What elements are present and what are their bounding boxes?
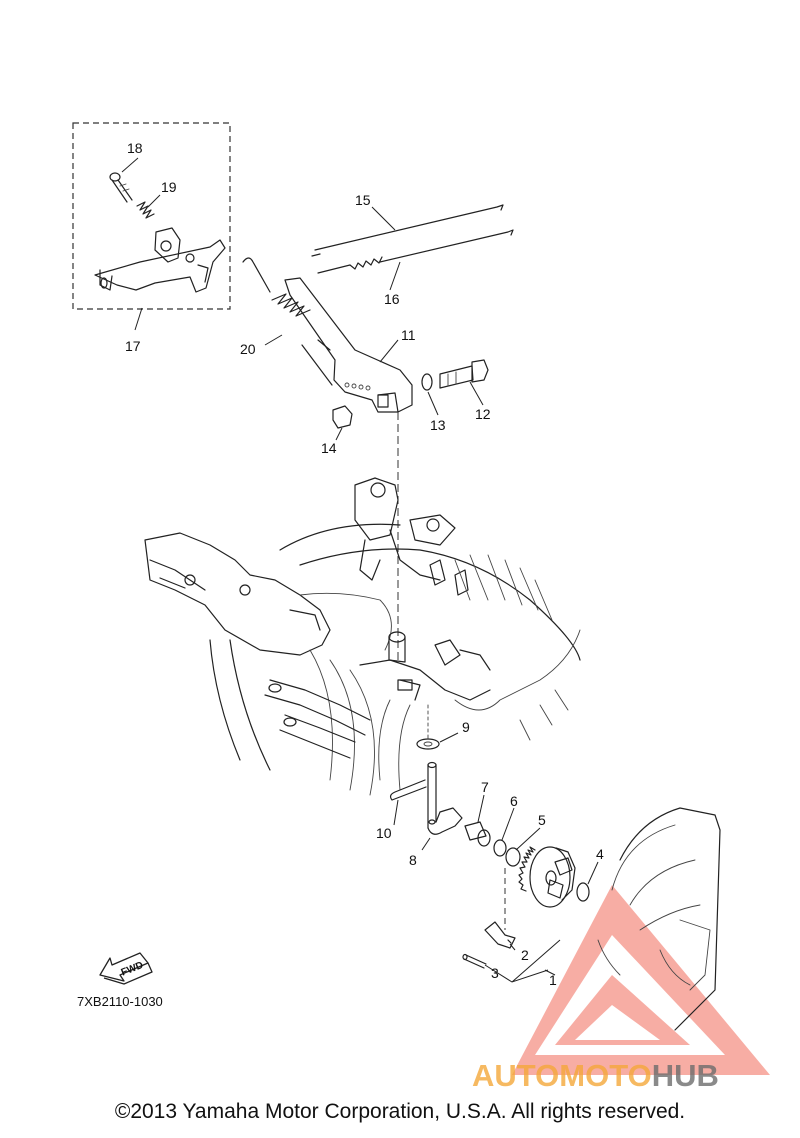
watermark-logo-triangle: [512, 885, 770, 1075]
assembly-group-box: [72, 122, 231, 310]
callout-2: 2: [521, 947, 529, 963]
part-1-governor-gear-assembly: [518, 846, 576, 908]
part-10-clip: [389, 779, 427, 801]
part-2-clip: [484, 921, 516, 949]
part-12-bolt: [439, 359, 489, 389]
callout-11: 11: [401, 327, 416, 343]
callout-9: 9: [462, 719, 470, 735]
callout-18: 18: [127, 140, 143, 156]
part-4-washer: [576, 882, 590, 902]
watermark-text-hub: HUB: [652, 1058, 719, 1093]
callout-8: 8: [409, 852, 417, 868]
part-5-washer: [505, 847, 521, 867]
crankcase-housing: [144, 477, 581, 796]
callout-12: 12: [475, 406, 491, 422]
callout-19: 19: [161, 179, 177, 195]
callout-5: 5: [538, 812, 546, 828]
part-20-spring: [242, 257, 333, 386]
callout-3: 3: [491, 965, 499, 981]
callout-7: 7: [481, 779, 489, 795]
part-13-washer: [421, 373, 433, 391]
callout-6: 6: [510, 793, 518, 809]
leader-lines: [121, 157, 599, 983]
fwd-direction-arrow: FWD: [99, 952, 153, 985]
part-9-washer: [416, 738, 440, 750]
copyright-notice: ©2013 Yamaha Motor Corporation, U.S.A. A…: [114, 1100, 686, 1123]
part-18-screw: [109, 172, 133, 203]
callout-4: 4: [596, 846, 604, 862]
part-15-rod: [311, 204, 504, 257]
callout-numbers: 1 2 3 4 5 6 7 8 9 10 11 12 13 14 15 16 1…: [125, 140, 604, 988]
part-6-washer: [493, 839, 507, 857]
part-11-governor-lever: [284, 277, 413, 413]
part-19-spring: [136, 201, 155, 219]
callout-17: 17: [125, 338, 141, 354]
part-3-pin: [462, 953, 487, 969]
callout-14: 14: [321, 440, 337, 456]
part-9-washer-hole: [423, 741, 433, 747]
part-7-sleeve: [464, 821, 491, 847]
callout-13: 13: [430, 417, 446, 433]
callout-15: 15: [355, 192, 371, 208]
callout-20: 20: [240, 341, 256, 357]
watermark-text-main: AUTOMOTO: [472, 1058, 652, 1093]
part-16-rod-spring: [317, 229, 514, 274]
part-8-governor-shaft: [427, 761, 463, 835]
part-14-nut: [332, 405, 353, 429]
callout-1: 1: [549, 972, 557, 988]
part-17-bracket: [94, 227, 226, 293]
engine-cover-housing: [597, 807, 721, 1031]
diagram-code: 7XB2110-1030: [77, 994, 163, 1009]
callout-16: 16: [384, 291, 400, 307]
callout-10: 10: [376, 825, 392, 841]
watermark-text: AUTOMOTOHUB: [472, 1058, 719, 1093]
